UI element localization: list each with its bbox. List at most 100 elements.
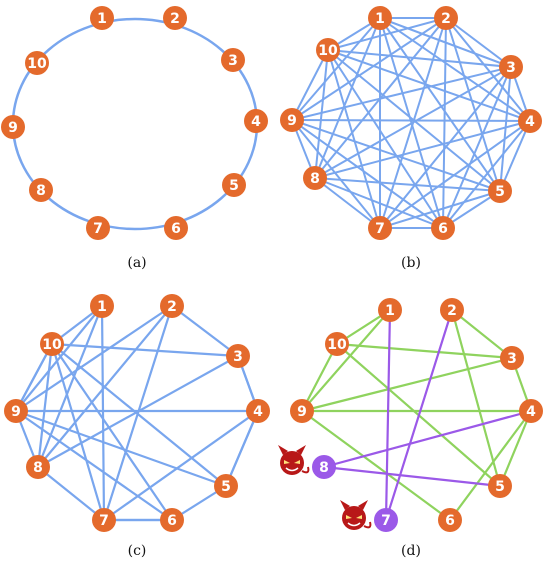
node-9: 9 — [290, 399, 314, 423]
edge-3-10 — [50, 342, 240, 358]
node-circle — [519, 399, 543, 423]
node-label: 5 — [229, 178, 239, 194]
node-label: 4 — [253, 404, 263, 420]
node-label: 2 — [170, 11, 180, 27]
node-circle — [160, 508, 184, 532]
node-label: 7 — [99, 513, 109, 529]
node-label: 6 — [171, 221, 181, 237]
node-circle — [312, 455, 336, 479]
node-circle — [500, 346, 524, 370]
node-2: 2 — [160, 294, 184, 318]
node-label: 5 — [495, 184, 505, 200]
node-circle — [26, 455, 50, 479]
node-2: 2 — [440, 298, 464, 322]
node-3: 3 — [226, 344, 250, 368]
node-label: 6 — [438, 221, 448, 237]
node-label: 3 — [507, 351, 517, 367]
edge-2-9 — [291, 17, 447, 121]
edge-2-9 — [14, 304, 174, 413]
node-9: 9 — [1, 115, 25, 139]
node-circle — [499, 55, 523, 79]
node-4: 4 — [518, 109, 542, 133]
edge-6-10 — [327, 49, 444, 229]
caption-b: (b) — [401, 255, 421, 271]
edge-2-5 — [450, 308, 502, 488]
node-label: 7 — [93, 221, 103, 237]
edge-6-4 — [448, 409, 533, 522]
edge-5-10 — [327, 49, 501, 192]
node-7: 7 — [368, 216, 392, 240]
node-label: 3 — [228, 53, 238, 69]
node-circle — [368, 216, 392, 240]
node-circle — [222, 173, 246, 197]
node-circle — [434, 6, 458, 30]
edge-2-5 — [445, 17, 501, 192]
edge-4-6 — [442, 120, 531, 229]
node-1: 1 — [368, 6, 392, 30]
node-label: 4 — [525, 114, 535, 130]
edge-8-10 — [314, 49, 329, 179]
caption-a: (a) — [127, 255, 146, 271]
edge-4-9 — [291, 119, 531, 122]
node-1: 1 — [90, 6, 114, 30]
node-circle — [214, 474, 238, 498]
edge-6-8 — [314, 177, 444, 229]
node-8: 8 — [303, 166, 327, 190]
edge-4-10 — [327, 49, 531, 122]
devil-icon — [278, 445, 310, 475]
edge-1-8 — [36, 304, 104, 469]
node-circle — [488, 179, 512, 203]
node-8: 8 — [29, 178, 53, 202]
node-circle — [221, 48, 245, 72]
node-circle — [160, 294, 184, 318]
node-label: 8 — [310, 171, 320, 187]
edge-1-7 — [100, 304, 106, 522]
node-circle — [92, 508, 116, 532]
node-circle — [1, 115, 25, 139]
node-label: 8 — [36, 183, 46, 199]
node-circle — [316, 38, 340, 62]
node-circle — [431, 216, 455, 240]
edge-7-10 — [327, 49, 381, 229]
node-6: 6 — [438, 508, 462, 532]
node-label: 4 — [526, 404, 536, 420]
node-1: 1 — [90, 294, 114, 318]
edge-2-10 — [327, 17, 447, 51]
node-circle — [90, 294, 114, 318]
node-circle — [438, 508, 462, 532]
edge-1-4 — [379, 17, 531, 122]
node-circle — [226, 344, 250, 368]
edge-3-10 — [327, 49, 512, 68]
node-circle — [378, 298, 402, 322]
node-5: 5 — [214, 474, 238, 498]
node-label: 10 — [327, 337, 347, 353]
node-8: 8 — [26, 455, 50, 479]
node-label: 7 — [375, 221, 385, 237]
node-5: 5 — [488, 179, 512, 203]
node-7: 7 — [92, 508, 116, 532]
edge-4-5 — [498, 409, 533, 488]
edge-1-7 — [384, 308, 392, 522]
node-10: 10 — [25, 51, 49, 75]
edge-7-8 — [36, 465, 106, 522]
node-label: 9 — [287, 113, 297, 129]
edge-5-7 — [379, 190, 501, 229]
node-circle — [86, 216, 110, 240]
node-label: 5 — [221, 479, 231, 495]
node-circle — [164, 216, 188, 240]
edge-7-10 — [50, 342, 106, 522]
caption-d: (d) — [401, 543, 421, 559]
edge-9-10 — [300, 342, 339, 413]
node-label: 5 — [495, 479, 505, 495]
node-4: 4 — [519, 399, 543, 423]
node-2: 2 — [434, 6, 458, 30]
edge-3-5 — [499, 66, 512, 192]
node-label: 9 — [11, 404, 21, 420]
edge-3-10 — [335, 342, 514, 360]
node-8: 8 — [312, 455, 336, 479]
node-circle — [374, 508, 398, 532]
node-circle — [368, 6, 392, 30]
